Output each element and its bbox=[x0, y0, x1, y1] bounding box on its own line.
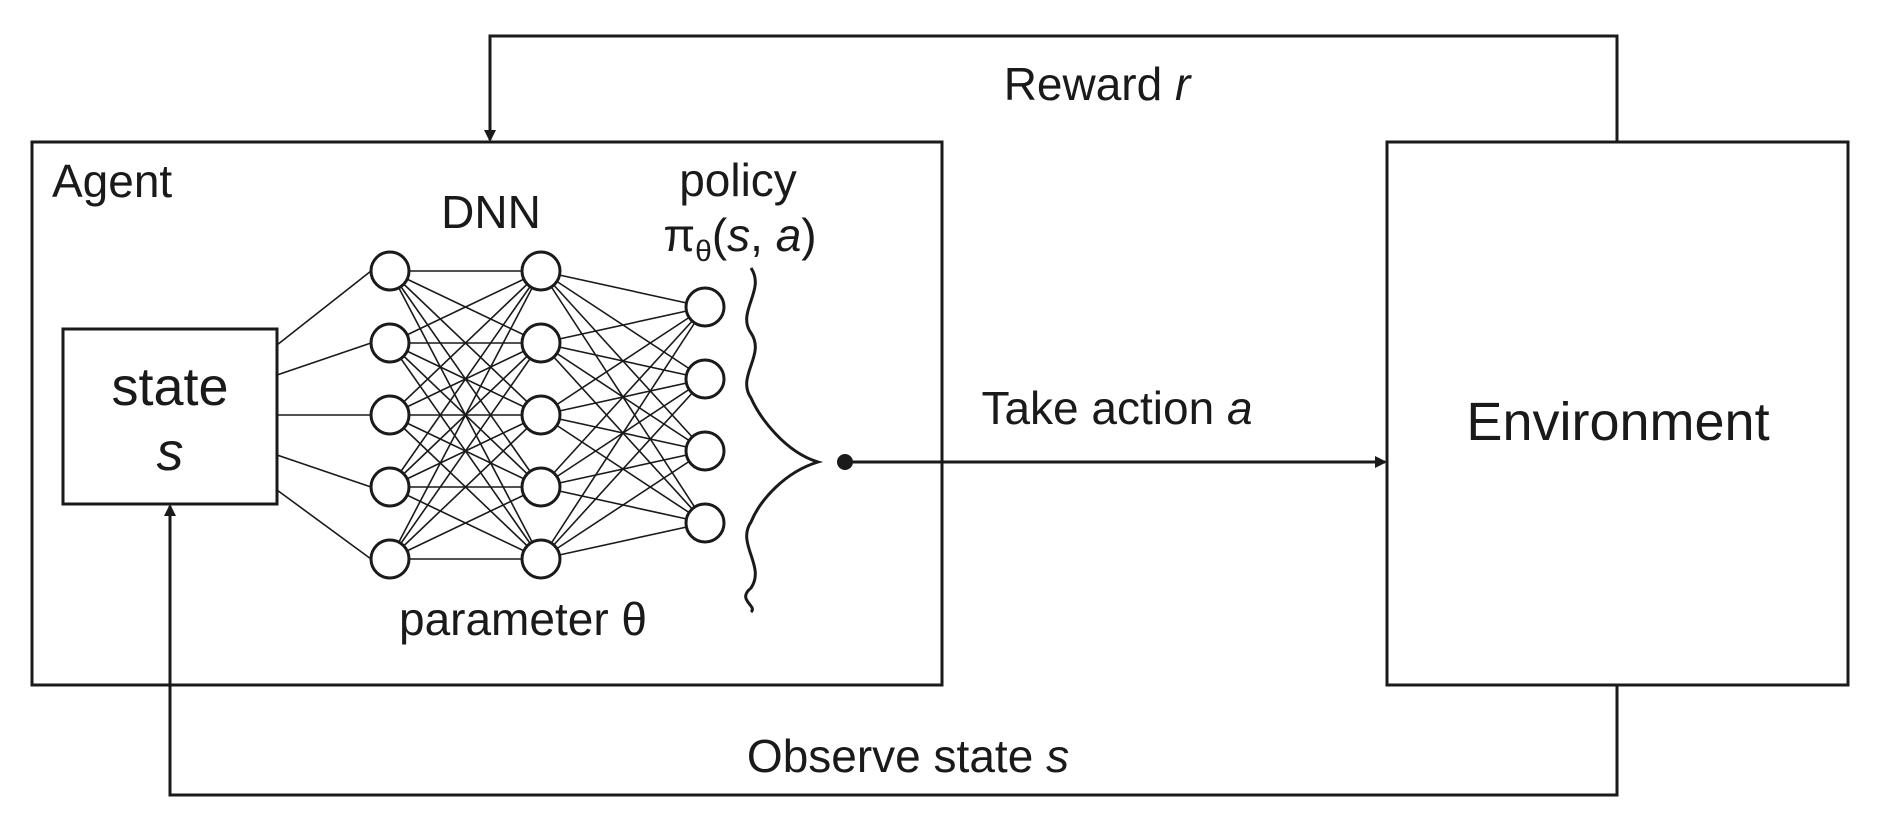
environment-label: Environment bbox=[1466, 392, 1769, 452]
network-connection bbox=[389, 342, 542, 560]
policy-comma: , bbox=[750, 209, 776, 261]
input-connection bbox=[276, 489, 372, 560]
neuron-layer-2 bbox=[520, 250, 562, 292]
parameter-label: parameter θ bbox=[399, 593, 647, 645]
network-connection bbox=[389, 270, 542, 344]
reward-text: Reward bbox=[1004, 58, 1175, 110]
network-edges bbox=[276, 270, 706, 560]
observe-variable: s bbox=[1046, 730, 1069, 782]
neuron-layer-1 bbox=[369, 538, 411, 580]
observe-label: Observe state s bbox=[747, 730, 1069, 782]
policy-theta: θ bbox=[695, 235, 712, 268]
network-connection bbox=[540, 522, 706, 560]
network-connection bbox=[540, 378, 706, 560]
reward-variable: r bbox=[1175, 58, 1192, 110]
neuron-layer-1 bbox=[369, 394, 411, 436]
network-connection bbox=[540, 450, 706, 560]
reward-label: Reward r bbox=[1004, 58, 1192, 110]
observe-text: Observe state bbox=[747, 730, 1046, 782]
network-nodes bbox=[369, 250, 726, 580]
agent-label: Agent bbox=[52, 155, 172, 207]
neuron-layer-2 bbox=[520, 322, 562, 364]
network-connection bbox=[540, 306, 706, 344]
network-connection bbox=[389, 486, 542, 560]
neuron-layer-2 bbox=[520, 466, 562, 508]
input-connection bbox=[276, 342, 372, 376]
policy-distribution-curve bbox=[744, 267, 824, 614]
action-variable: a bbox=[1227, 382, 1253, 434]
input-connection bbox=[276, 270, 372, 346]
neuron-layer-2 bbox=[520, 394, 562, 436]
neuron-layer-1 bbox=[369, 322, 411, 364]
policy-label: policy bbox=[679, 154, 797, 206]
policy-s: s bbox=[727, 209, 750, 261]
policy-open-paren: ( bbox=[712, 209, 728, 261]
network-connection bbox=[540, 270, 706, 308]
state-label: state bbox=[111, 357, 228, 417]
network-connection bbox=[389, 414, 542, 560]
reward-arrow bbox=[484, 34, 1619, 142]
policy-close-paren: ) bbox=[801, 209, 816, 261]
neuron-layer-3 bbox=[684, 358, 726, 400]
neuron-layer-3 bbox=[684, 502, 726, 544]
network-connection bbox=[389, 270, 542, 488]
action-text: Take action bbox=[981, 382, 1226, 434]
policy-expression: πθ(s, a) bbox=[663, 209, 816, 268]
neuron-layer-1 bbox=[369, 250, 411, 292]
network-connection bbox=[540, 306, 706, 488]
network-connection bbox=[540, 306, 706, 560]
action-arrow-label: Take action a bbox=[981, 382, 1252, 434]
environment-box bbox=[1385, 140, 1850, 687]
input-connection bbox=[276, 454, 372, 488]
neuron-layer-3 bbox=[684, 286, 726, 328]
neuron-layer-1 bbox=[369, 466, 411, 508]
network-connection bbox=[540, 306, 706, 416]
neuron-layer-2 bbox=[520, 538, 562, 580]
policy-a: a bbox=[776, 209, 802, 261]
neuron-layer-3 bbox=[684, 430, 726, 472]
state-variable: s bbox=[157, 422, 184, 482]
observe-arrow bbox=[164, 504, 1619, 797]
state-box bbox=[61, 327, 279, 506]
network-connection bbox=[389, 270, 542, 416]
network-connection bbox=[389, 270, 542, 560]
dnn-label: DNN bbox=[441, 186, 541, 238]
policy-pi: π bbox=[663, 209, 695, 261]
